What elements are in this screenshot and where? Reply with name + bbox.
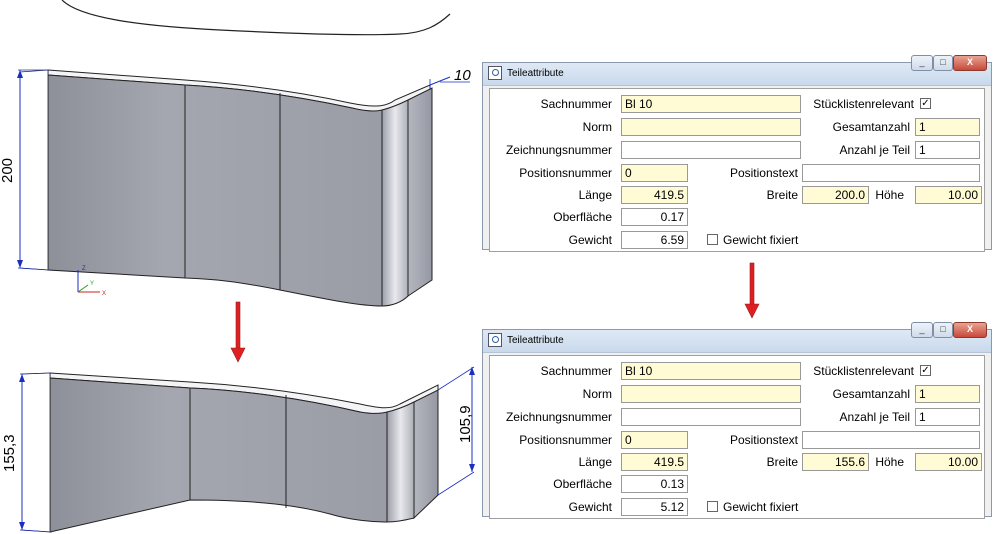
sachnummer-field[interactable]: Bl 10	[621, 362, 801, 380]
breite-field[interactable]: 155.6	[802, 453, 869, 471]
positionsnummer-field[interactable]: 0	[621, 431, 688, 449]
hoehe-field[interactable]: 10.00	[915, 453, 982, 471]
zeichnungsnummer-label: Zeichnungsnummer	[505, 410, 612, 424]
positionstext-field[interactable]	[802, 164, 980, 182]
minimize-button[interactable]: _	[911, 322, 933, 338]
axis-z-label: Z	[82, 266, 86, 272]
norm-label: Norm	[582, 387, 612, 401]
gewicht-fixiert-label: Gewicht fixiert	[723, 233, 799, 247]
maximize-button[interactable]: □	[933, 55, 953, 71]
oberflaeche-field[interactable]: 0.17	[621, 208, 688, 226]
edge-curve	[61, 0, 451, 36]
laenge-label: Länge	[578, 455, 612, 469]
dialog-title: Teileattribute	[507, 68, 564, 79]
oberflaeche-field[interactable]: 0.13	[621, 475, 688, 493]
transition-arrow-left	[230, 301, 246, 363]
hoehe-field[interactable]: 10.00	[915, 186, 982, 204]
dimension-height-105-9[interactable]: 105,9	[437, 366, 475, 496]
teileattribute-dialog-after[interactable]: Teileattribute _ □ X Sachnummer Bl 10 St…	[482, 322, 992, 519]
sachnummer-label: Sachnummer	[540, 364, 612, 378]
part-left-face	[19, 69, 49, 271]
gewicht-label: Gewicht	[568, 233, 612, 247]
oberflaeche-label: Oberfläche	[553, 477, 612, 491]
dialog-title: Teileattribute	[507, 335, 564, 346]
hoehe-label: Höhe	[875, 188, 904, 202]
part-bend	[381, 99, 409, 307]
dimension-label: 105,9	[457, 405, 474, 443]
close-button[interactable]: X	[953, 322, 987, 338]
maximize-button[interactable]: □	[933, 322, 953, 338]
dialog-titlebar[interactable]: Teileattribute _ □ X	[483, 322, 991, 353]
norm-field[interactable]	[621, 385, 801, 403]
cad-viewport[interactable]: 200 10 Z Y X 155,3	[0, 0, 480, 534]
teileattribute-dialog-before[interactable]: Teileattribute _ □ X Sachnummer Bl 10 St…	[482, 55, 992, 252]
stuecklistenrelevant-checkbox[interactable]: ✓	[920, 365, 931, 376]
breite-label: Breite	[766, 455, 798, 469]
dimension-label: 155,3	[1, 434, 18, 472]
sheet-metal-part-top[interactable]	[19, 69, 433, 307]
zeichnungsnummer-field[interactable]	[621, 408, 801, 426]
gewicht-field[interactable]: 5.12	[621, 498, 688, 516]
dimension-label: 200	[0, 158, 16, 183]
stuecklistenrelevant-checkbox[interactable]: ✓	[920, 98, 931, 109]
gewicht-fixiert-checkbox[interactable]	[707, 501, 718, 512]
anzahl-je-teil-field[interactable]: 1	[915, 408, 980, 426]
sachnummer-field[interactable]: Bl 10	[621, 95, 801, 113]
anzahl-je-teil-label: Anzahl je Teil	[839, 143, 911, 157]
gewicht-fixiert-label: Gewicht fixiert	[723, 500, 799, 514]
norm-field[interactable]	[621, 118, 801, 136]
anzahl-je-teil-label: Anzahl je Teil	[839, 410, 911, 424]
dialog-form: Sachnummer Bl 10 Stücklistenrelevant ✓ N…	[489, 355, 985, 519]
dimension-thickness-10[interactable]: 10	[429, 67, 471, 90]
dimension-label: 10	[454, 67, 471, 84]
gesamtanzahl-label: Gesamtanzahl	[832, 387, 910, 401]
positionstext-label: Positionstext	[729, 433, 798, 447]
part-bend	[386, 401, 415, 523]
laenge-field[interactable]: 419.5	[621, 186, 688, 204]
part-main-panel	[47, 74, 383, 307]
axis-x-label: X	[102, 291, 106, 297]
close-button[interactable]: X	[953, 55, 987, 71]
magnifier-icon	[488, 333, 502, 347]
laenge-field[interactable]: 419.5	[621, 453, 688, 471]
positionstext-label: Positionstext	[729, 166, 798, 180]
gewicht-fixiert-checkbox[interactable]	[707, 234, 718, 245]
breite-label: Breite	[766, 188, 798, 202]
norm-label: Norm	[582, 120, 612, 134]
dimension-height-200[interactable]: 200	[0, 69, 51, 271]
part-flange	[407, 87, 433, 297]
breite-field[interactable]: 200.0	[802, 186, 869, 204]
gewicht-label: Gewicht	[568, 500, 612, 514]
positionsnummer-label: Positionsnummer	[519, 166, 612, 180]
stuecklistenrelevant-label: Stücklistenrelevant	[813, 97, 914, 111]
dimension-height-155-3[interactable]: 155,3	[1, 372, 53, 533]
gewicht-field[interactable]: 6.59	[621, 231, 688, 249]
sachnummer-label: Sachnummer	[540, 97, 612, 111]
part-flange	[413, 389, 439, 520]
hoehe-label: Höhe	[875, 455, 904, 469]
magnifier-icon	[488, 66, 502, 80]
zeichnungsnummer-field[interactable]	[621, 141, 801, 159]
zeichnungsnummer-label: Zeichnungsnummer	[505, 143, 612, 157]
dialog-titlebar[interactable]: Teileattribute _ □ X	[483, 55, 991, 86]
positionsnummer-label: Positionsnummer	[519, 433, 612, 447]
part-left-face	[21, 372, 51, 533]
axis-y-label: Y	[90, 281, 94, 287]
transition-arrow-right	[744, 262, 760, 319]
dialog-form: Sachnummer Bl 10 Stücklistenrelevant ✓ N…	[489, 88, 985, 252]
gesamtanzahl-field[interactable]: 1	[915, 385, 980, 403]
stuecklistenrelevant-label: Stücklistenrelevant	[813, 364, 914, 378]
positionsnummer-field[interactable]: 0	[621, 164, 688, 182]
oberflaeche-label: Oberfläche	[553, 210, 612, 224]
sheet-metal-part-bottom[interactable]	[21, 372, 439, 533]
positionstext-field[interactable]	[802, 431, 980, 449]
minimize-button[interactable]: _	[911, 55, 933, 71]
gesamtanzahl-label: Gesamtanzahl	[832, 120, 910, 134]
gesamtanzahl-field[interactable]: 1	[915, 118, 980, 136]
laenge-label: Länge	[578, 188, 612, 202]
axis-triad: Z Y X	[77, 266, 106, 297]
anzahl-je-teil-field[interactable]: 1	[915, 141, 980, 159]
